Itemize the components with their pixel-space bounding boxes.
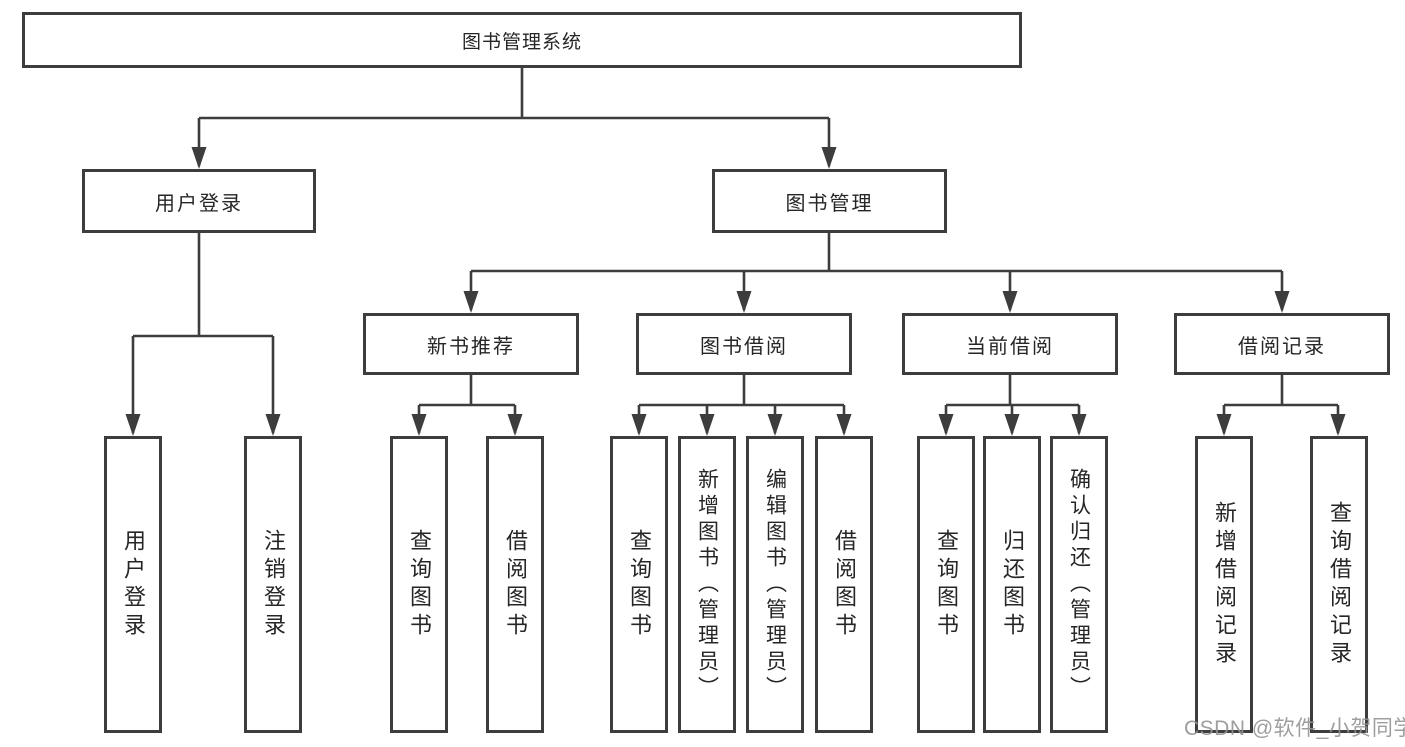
leaf-confirm-return-admin: 确认归还（管理员） [1050, 436, 1108, 733]
leaf-borrow-books: 借阅图书 [815, 436, 873, 733]
node-current-borrow: 当前借阅 [902, 313, 1118, 375]
leaf-add-books-admin: 新增图书（管理员） [678, 436, 736, 733]
csdn-watermark: CSDN @软件_小贺同学 [1184, 717, 1405, 740]
node-borrow-records: 借阅记录 [1174, 313, 1390, 375]
leaf-user-login: 用户登录 [104, 436, 162, 733]
leaf-recommend-borrow-books: 借阅图书 [486, 436, 544, 733]
leaf-recommend-query-books: 查询图书 [390, 436, 448, 733]
node-book-management: 图书管理 [712, 169, 947, 233]
leaf-return-books: 归还图书 [983, 436, 1041, 733]
leaf-logout: 注销登录 [244, 436, 302, 733]
leaf-query-borrow-record: 查询借阅记录 [1310, 436, 1368, 733]
node-new-book-recommend: 新书推荐 [363, 313, 579, 375]
node-system-root: 图书管理系统 [22, 12, 1022, 68]
node-user-login: 用户登录 [82, 169, 316, 233]
node-book-borrow: 图书借阅 [636, 313, 852, 375]
leaf-edit-books-admin: 编辑图书（管理员） [746, 436, 804, 733]
leaf-add-borrow-record: 新增借阅记录 [1195, 436, 1253, 733]
leaf-borrow-query-books: 查询图书 [610, 436, 668, 733]
leaf-current-query-books: 查询图书 [917, 436, 975, 733]
